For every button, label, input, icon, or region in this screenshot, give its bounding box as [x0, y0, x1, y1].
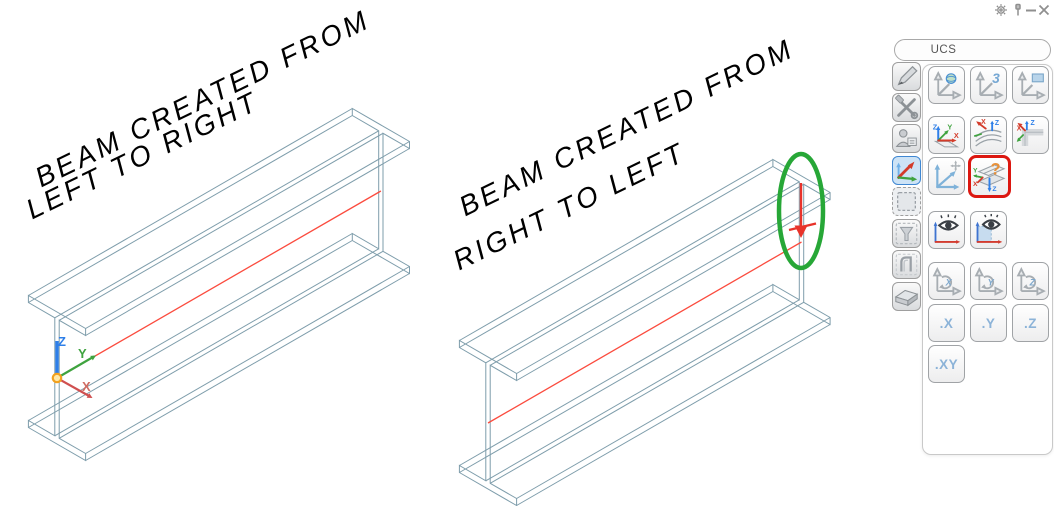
eye-region-ucs-icon [975, 213, 1003, 244]
svg-text:Y: Y [947, 123, 952, 132]
ucs-axes-icon [896, 161, 918, 182]
bent-profile-icon [895, 253, 918, 276]
svg-text:X: X [945, 278, 953, 288]
rotate-x-ucs-icon: X [932, 267, 962, 296]
left-beam-wireframe [27, 107, 410, 462]
funnel-icon [895, 222, 918, 245]
ucs-face-button[interactable] [1012, 66, 1049, 104]
filter-selection-button[interactable] [892, 219, 921, 248]
ucs-triad [51, 341, 96, 398]
attributes-button[interactable] [892, 124, 921, 153]
ucs-rotate-z-button[interactable]: Z [1012, 262, 1049, 300]
svg-text:X: X [1017, 125, 1022, 132]
svg-text:Z: Z [1031, 120, 1035, 127]
svg-text:3: 3 [992, 71, 1000, 86]
modify-tools-button[interactable] [892, 93, 921, 122]
profiles-button[interactable] [892, 250, 921, 279]
ucs-rotate-y-button[interactable]: Y [970, 262, 1007, 300]
triad-x-label: X [82, 379, 91, 394]
settings-icon[interactable] [994, 3, 1008, 17]
svg-text:X: X [954, 131, 959, 140]
pencil-icon [897, 65, 918, 86]
user-icon [895, 129, 917, 147]
surface-ucs-icon: X Z [973, 119, 1002, 147]
slab-icon [894, 289, 919, 307]
triad-y-label: Y [78, 346, 87, 361]
ucs-view-button[interactable] [928, 211, 965, 249]
face-ucs-icon [1017, 71, 1046, 100]
right-beam-centerline [487, 241, 802, 424]
ucs-surface-button[interactable]: X Z [970, 116, 1007, 154]
ucs-beam-query-button[interactable]: ? Y X Z [968, 155, 1011, 198]
selection-rect-icon [897, 192, 916, 211]
eye-ucs-icon [933, 214, 961, 244]
ucs-palette-titlebar[interactable]: UCS [894, 39, 1051, 61]
three-point-ucs-icon: 3 [975, 71, 1004, 100]
world-ucs-icon [933, 71, 962, 100]
svg-text:Y: Y [988, 278, 995, 288]
rotate-z-ucs-icon: Z [1016, 267, 1046, 296]
filter-z-button[interactable]: .Z [1012, 304, 1049, 342]
ucs-view-region-button[interactable] [970, 211, 1007, 249]
filter-x-button[interactable]: .X [928, 304, 965, 342]
ucs-origin-marker [51, 372, 63, 384]
svg-text:Z: Z [992, 186, 996, 193]
ucs-corner-button[interactable]: X Z [1012, 116, 1049, 154]
triad-z-label: Z [58, 334, 66, 349]
svg-text:X: X [981, 119, 986, 126]
palette-title: UCS [930, 44, 957, 56]
move-ucs-icon [934, 160, 962, 190]
svg-text:?: ? [990, 160, 1000, 179]
beam-question-ucs-icon: ? Y X Z [972, 160, 1006, 193]
ucs-rotate-x-button[interactable]: X [928, 262, 965, 300]
left-beam-centerline [56, 190, 382, 379]
entity-ucs-icon: Z Y X [933, 123, 960, 148]
filter-y-button[interactable]: .Y [970, 304, 1007, 342]
minimize-icon[interactable] [1024, 3, 1038, 17]
rotate-y-ucs-icon: Y [974, 267, 1004, 296]
corner-ucs-icon: X Z [1016, 120, 1044, 146]
svg-text:Y: Y [973, 168, 978, 175]
ucs-entity-button[interactable]: Z Y X [928, 116, 965, 154]
filter-xy-button[interactable]: .XY [928, 345, 965, 383]
svg-text:Z: Z [1029, 278, 1036, 288]
highlight-ellipse [776, 151, 826, 271]
solids-button[interactable] [892, 282, 921, 311]
ucs-move-button[interactable] [928, 157, 965, 195]
svg-text:X: X [973, 181, 978, 188]
draw-tools-button[interactable] [892, 62, 921, 91]
pin-icon[interactable] [1011, 3, 1025, 17]
ucs-3point-button[interactable]: 3 [970, 66, 1007, 104]
ucs-world-button[interactable] [928, 66, 965, 104]
beam-direction-arrow [788, 183, 817, 238]
svg-text:Z: Z [995, 120, 999, 127]
close-icon[interactable] [1037, 3, 1051, 17]
tools-icon [895, 94, 919, 120]
svg-text:Z: Z [933, 123, 938, 132]
ucs-tools-button[interactable] [892, 156, 921, 185]
selection-tools-button[interactable] [892, 187, 921, 216]
